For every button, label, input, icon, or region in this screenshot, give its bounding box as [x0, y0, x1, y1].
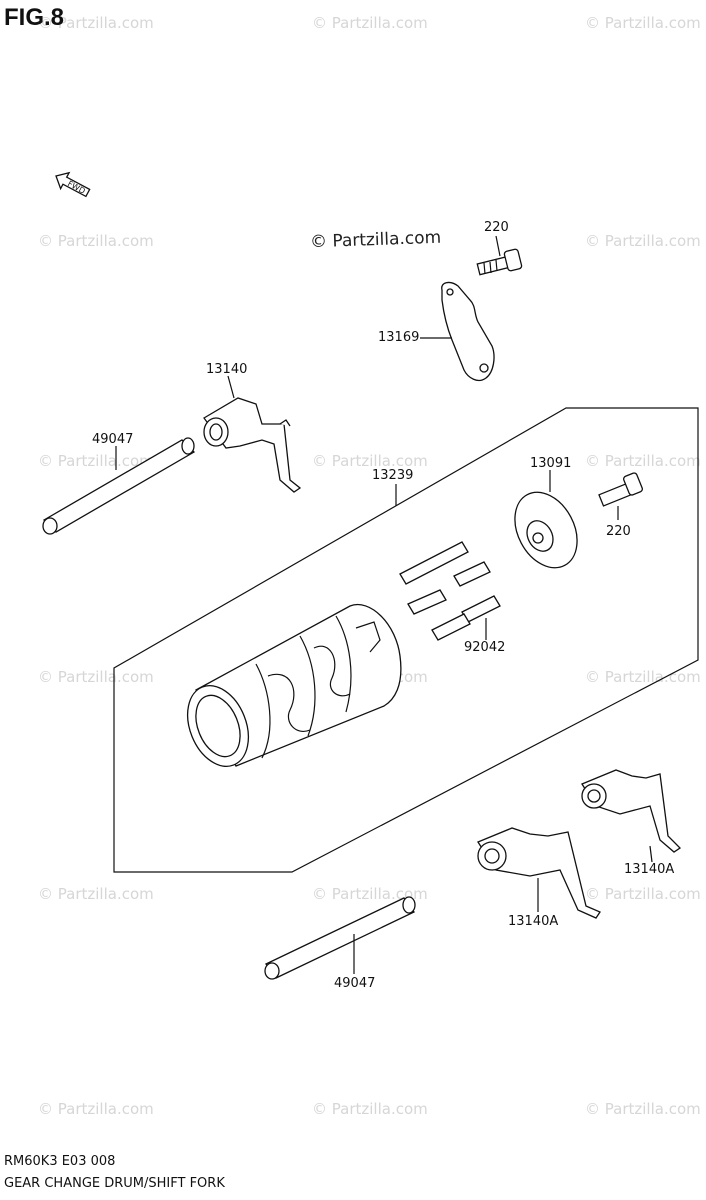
fwd-label: FWD: [66, 179, 87, 196]
watermark: © Partzilla.com: [585, 1100, 701, 1118]
watermark: © Partzilla.com: [38, 1100, 154, 1118]
bolt-right: [598, 472, 643, 520]
label-fork-right-upper: 13140A: [624, 862, 675, 877]
label-pins: 92042: [464, 640, 506, 655]
watermark: © Partzilla.com: [585, 885, 701, 903]
watermark: © Partzilla.com: [312, 452, 428, 470]
shift-fork-right-upper: [581, 769, 682, 863]
drum-assembly-outline: [113, 407, 699, 873]
watermark: © Partzilla.com: [585, 452, 701, 470]
label-bolt-right: 220: [606, 524, 631, 539]
label-bolt-top: 220: [484, 220, 509, 235]
label-plate: 13169: [378, 330, 420, 345]
watermark: © Partzilla.com: [585, 232, 701, 250]
diagram-code: RM60K3 E03 008: [4, 1154, 116, 1169]
shift-fork-right-lower: [477, 827, 601, 919]
label-fork-left: 13140: [206, 362, 248, 377]
bolt-top: [476, 235, 523, 276]
label-shaft-bottom: 49047: [334, 976, 376, 991]
diagram-title: GEAR CHANGE DRUM/SHIFT FORK: [4, 1176, 225, 1191]
figure-title: FIG.8: [4, 4, 65, 31]
watermark: © Partzilla.com: [312, 885, 428, 903]
label-cam: 13091: [530, 456, 572, 471]
watermark: © Partzilla.com: [38, 14, 154, 32]
label-shaft-top: 49047: [92, 432, 134, 447]
pins: [399, 541, 501, 641]
watermark: © Partzilla.com: [38, 232, 154, 250]
shaft-bottom: [264, 896, 416, 980]
watermark: © Partzilla.com: [312, 1100, 428, 1118]
watermark: © Partzilla.com: [38, 452, 154, 470]
fwd-arrow-icon: FWD: [55, 171, 91, 198]
gear-change-drum: [186, 603, 402, 767]
watermark: © Partzilla.com: [585, 668, 701, 686]
cam: [514, 470, 578, 569]
label-drum-assembly: 13239: [372, 468, 414, 483]
shaft-top: [42, 437, 196, 535]
watermark: © Partzilla.com: [585, 14, 701, 32]
label-fork-right-lower: 13140A: [508, 914, 559, 929]
watermark: © Partzilla.com: [312, 14, 428, 32]
shift-fork-left: [203, 375, 302, 493]
watermark: © Partzilla.com: [38, 668, 154, 686]
plate: [420, 281, 495, 382]
watermark: © Partzilla.com: [38, 885, 154, 903]
